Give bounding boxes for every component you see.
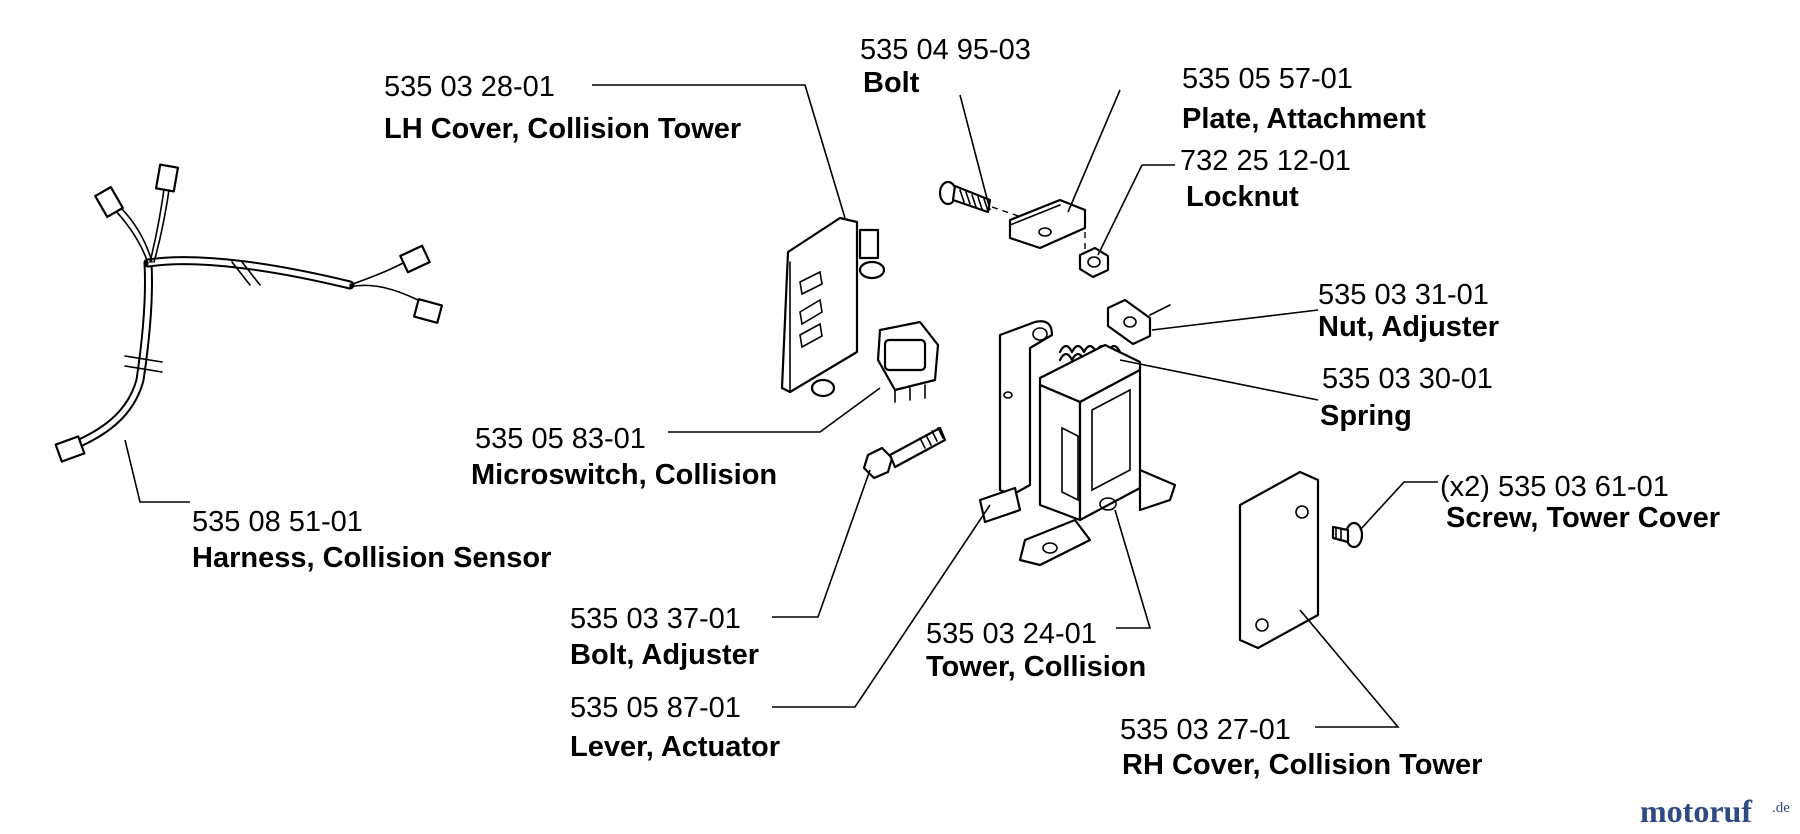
lever-part-name: Lever, Actuator [570, 731, 780, 763]
rh-cover-drawing [1238, 470, 1320, 650]
nut-adjuster-drawing [1106, 298, 1171, 346]
locknut-part-name: Locknut [1186, 181, 1299, 213]
microswitch-part-number: 535 05 83-01 [475, 423, 646, 455]
bolt-adjuster-drawing [862, 426, 947, 480]
bolt-part-name: Bolt [863, 67, 920, 99]
microswitch-drawing [876, 320, 940, 403]
screw-part-number: (x2) 535 03 61-01 [1440, 471, 1669, 503]
watermark-suffix: .de [1772, 800, 1790, 816]
tower-part-name: Tower, Collision [926, 651, 1146, 683]
rh-cover-part-number: 535 03 27-01 [1120, 714, 1291, 746]
nut-adjuster-part-name: Nut, Adjuster [1318, 311, 1499, 343]
lh-cover-part-number: 535 03 28-01 [384, 71, 555, 103]
bolt-adjuster-part-number: 535 03 37-01 [570, 603, 741, 635]
watermark-logo: motoruf .de [1640, 793, 1790, 829]
lh-cover-drawing [780, 216, 886, 398]
harness-drawing [54, 163, 444, 463]
lever-part-number: 535 05 87-01 [570, 692, 741, 724]
spring-part-number: 535 03 30-01 [1322, 363, 1493, 395]
nut-adjuster-part-number: 535 03 31-01 [1318, 279, 1489, 311]
lever-drawing [978, 320, 1054, 524]
leader-lines [124, 84, 1438, 728]
screw-part-name: Screw, Tower Cover [1446, 502, 1720, 534]
bolt-part-number: 535 04 95-03 [860, 34, 1031, 66]
plate-part-name: Plate, Attachment [1182, 103, 1426, 135]
tower-part-number: 535 03 24-01 [926, 618, 1097, 650]
plate-part-number: 535 05 57-01 [1182, 63, 1353, 95]
watermark-text: motoruf [1640, 793, 1752, 829]
harness-part-number: 535 08 51-01 [192, 506, 363, 538]
locknut-part-number: 732 25 12-01 [1180, 145, 1351, 177]
bolt-adjuster-part-name: Bolt, Adjuster [570, 639, 759, 671]
harness-part-name: Harness, Collision Sensor [192, 542, 551, 574]
spring-part-name: Spring [1320, 400, 1412, 432]
tower-drawing [1018, 343, 1177, 567]
screw-drawing [1331, 521, 1364, 549]
locknut-drawing [1078, 246, 1110, 279]
microswitch-part-name: Microswitch, Collision [471, 459, 777, 491]
plate-drawing [1008, 198, 1087, 250]
lh-cover-part-name: LH Cover, Collision Tower [384, 113, 741, 145]
rh-cover-part-name: RH Cover, Collision Tower [1122, 749, 1482, 781]
